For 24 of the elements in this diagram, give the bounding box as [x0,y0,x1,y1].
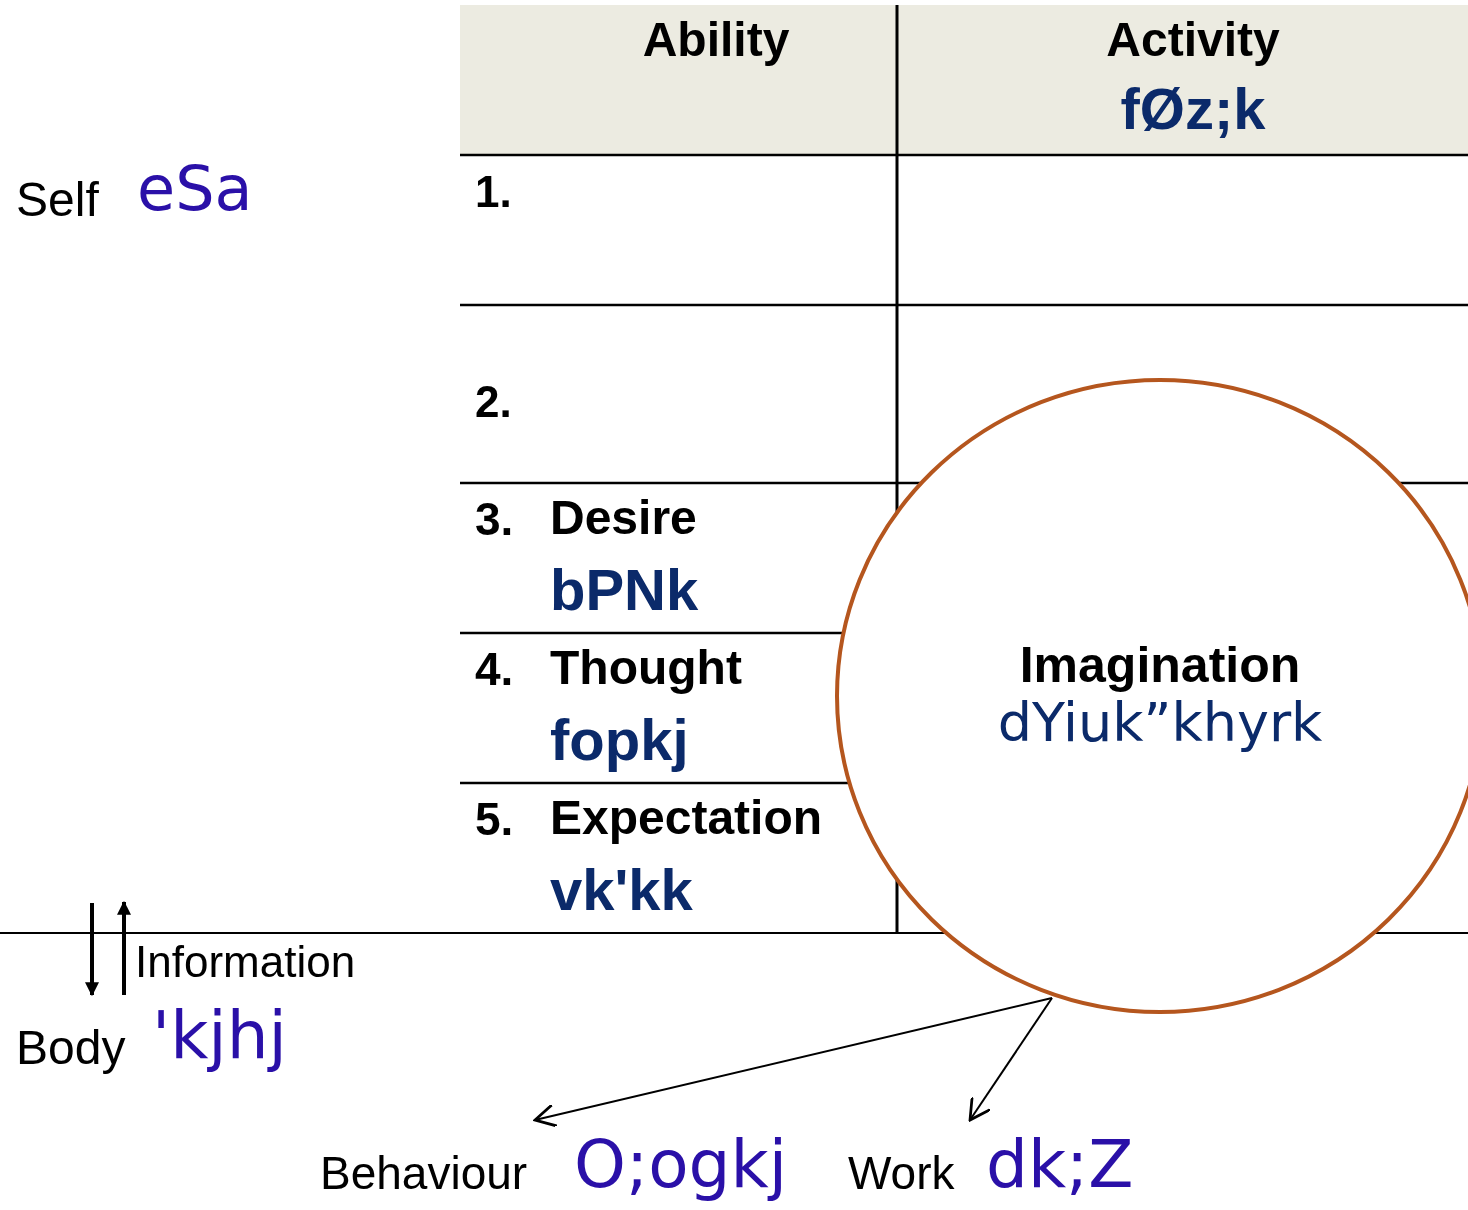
row-label: Desire [550,494,697,542]
node-label: Behaviour [320,1150,528,1196]
node-label: Work [848,1150,955,1196]
node-title: Imagination [1019,640,1301,690]
side-label: Body [16,1024,126,1072]
arrow [533,997,1053,1128]
row-number: 1. [475,170,512,214]
column-header: fØz;k [1120,80,1266,138]
row-number: 2. [475,380,512,424]
column-header: Ability [642,16,790,64]
row-number: 4. [475,646,514,692]
row-number: 5. [475,796,514,842]
row-number: 3. [475,496,514,542]
node-subtitle: dYiuk”khyrk [997,696,1323,750]
column-header: Activity [1106,16,1280,64]
side-label: Self [16,176,99,224]
row-label: Thought [550,644,742,692]
row-label: vk'kk [550,861,693,919]
row-label: bPNk [550,561,699,619]
node-label: dk;Z [986,1132,1134,1198]
flow-label: Information [135,940,356,984]
row-label: Expectation [550,794,823,842]
side-label: eSa [137,158,253,220]
arrow [968,997,1053,1122]
